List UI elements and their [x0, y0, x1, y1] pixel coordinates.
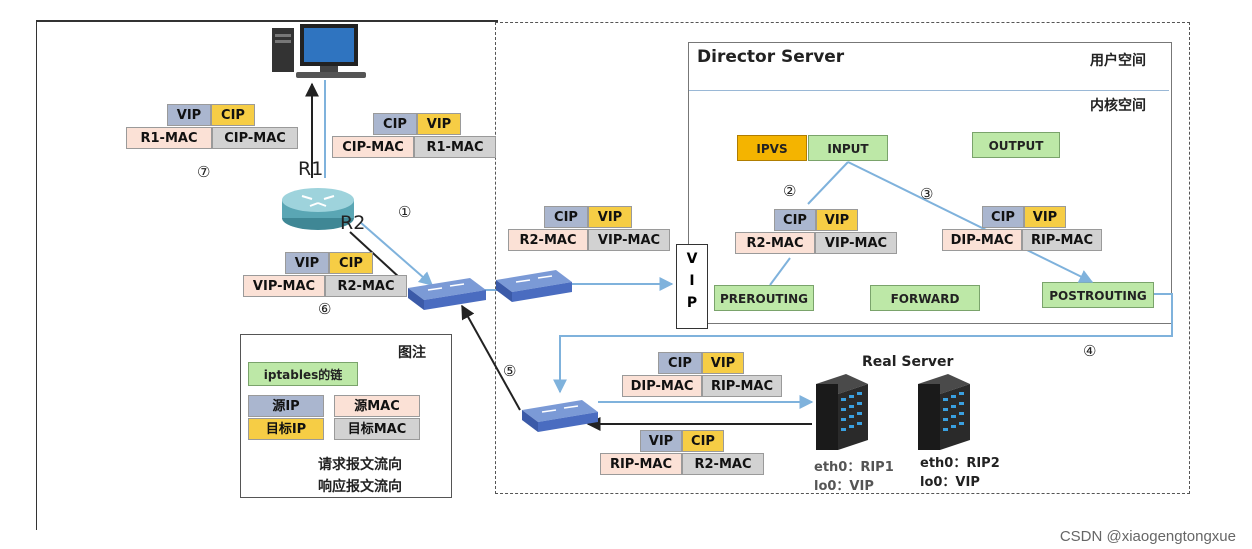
switch-1-icon	[408, 278, 486, 310]
packet-rip-src-ip: VIP	[640, 430, 682, 452]
packet-rip-dst-ip: CIP	[682, 430, 724, 452]
step-4: ④	[1083, 342, 1097, 360]
packet-2-dst-ip: VIP	[816, 209, 858, 231]
vip-letter-v: V	[686, 251, 698, 267]
rs1-eth: eth0：RIP1	[814, 460, 894, 475]
legend-response-label: 响应报文流向	[318, 479, 402, 495]
legend-chain-sample: iptables的链	[248, 362, 358, 386]
chain-input: INPUT	[808, 135, 888, 161]
legend-dst-mac: 目标MAC	[334, 418, 420, 440]
packet-7-src-ip: VIP	[167, 104, 211, 126]
packet-dip-dst-mac: RIP-MAC	[702, 375, 782, 397]
switch-2-icon	[496, 270, 572, 302]
packet-6-dst-ip: CIP	[329, 252, 373, 274]
vip-letter-i: I	[689, 273, 695, 289]
packet-3-src-mac: DIP-MAC	[942, 229, 1022, 251]
server-zone	[495, 22, 1190, 494]
flow-router-to-switch	[359, 221, 434, 286]
packet-r2-dst-ip: VIP	[588, 206, 632, 228]
chain-prerouting: PREROUTING	[714, 285, 814, 311]
chain-postrouting: POSTROUTING	[1042, 282, 1154, 308]
packet-1-src-ip: CIP	[373, 113, 417, 135]
step-1: ①	[398, 203, 412, 221]
chain-output: OUTPUT	[972, 132, 1060, 158]
flow-input-up	[807, 161, 849, 205]
legend-request-label: 请求报文流向	[318, 457, 402, 473]
step-3: ③	[920, 185, 934, 203]
packet-1-dst-ip: VIP	[417, 113, 461, 135]
packet-1-dst-mac: R1-MAC	[414, 136, 496, 158]
flow-prerouting-to-input	[769, 257, 791, 286]
step-5: ⑤	[503, 362, 517, 380]
rs2-lo: lo0：VIP	[920, 475, 980, 490]
packet-r2-src-mac: R2-MAC	[508, 229, 588, 251]
packet-dip-src-mac: DIP-MAC	[622, 375, 702, 397]
packet-rip-src-mac: RIP-MAC	[600, 453, 682, 475]
packet-1-src-mac: CIP-MAC	[332, 136, 414, 158]
vip-letter-p: P	[686, 295, 698, 311]
chain-ipvs: IPVS	[737, 135, 807, 161]
packet-3-src-ip: CIP	[982, 206, 1024, 228]
legend-src-ip: 源IP	[248, 395, 324, 417]
packet-6-src-ip: VIP	[285, 252, 329, 274]
packet-3-dst-mac: RIP-MAC	[1022, 229, 1102, 251]
packet-2-src-ip: CIP	[774, 209, 816, 231]
client-computer-icon	[272, 24, 366, 78]
packet-rip-dst-mac: R2-MAC	[682, 453, 764, 475]
packet-r2-dst-mac: VIP-MAC	[588, 229, 670, 251]
packet-r2-src-ip: CIP	[544, 206, 588, 228]
packet-7-dst-mac: CIP-MAC	[212, 127, 298, 149]
legend-src-mac: 源MAC	[334, 395, 420, 417]
packet-dip-src-ip: CIP	[658, 352, 702, 374]
router-label-r2: R2	[340, 212, 366, 234]
flow-switch-to-router	[349, 231, 401, 279]
packet-2-dst-mac: VIP-MAC	[815, 232, 897, 254]
flow-postrouting-to-switch3	[553, 293, 1173, 394]
packet-6-src-mac: VIP-MAC	[243, 275, 325, 297]
flow-switch3-to-switch	[461, 304, 521, 411]
packet-7-dst-ip: CIP	[211, 104, 255, 126]
vip-interface-box: V I P	[676, 244, 708, 329]
user-space-label: 用户空间	[1090, 53, 1146, 69]
real-server-1-icon	[816, 374, 868, 450]
flow-input-to-postrouting	[847, 161, 1094, 283]
router-label-r1: R1	[298, 158, 324, 180]
step-7: ⑦	[197, 163, 211, 181]
chain-forward: FORWARD	[870, 285, 980, 311]
real-server-2-icon	[918, 374, 970, 450]
step-2: ②	[783, 182, 797, 200]
legend-title: 图注	[398, 345, 426, 361]
legend-dst-ip: 目标IP	[248, 418, 324, 440]
packet-3-dst-ip: VIP	[1024, 206, 1066, 228]
rs2-eth: eth0：RIP2	[920, 456, 1000, 471]
kernel-space-label: 内核空间	[1090, 98, 1146, 114]
outer-frame	[36, 20, 1191, 530]
router-icon	[282, 188, 354, 230]
step-6: ⑥	[318, 300, 332, 318]
user-kernel-divider	[689, 90, 1169, 91]
rs1-lo: lo0：VIP	[814, 479, 874, 494]
real-server-title: Real Server	[862, 354, 954, 370]
switch-3-icon	[522, 400, 598, 432]
director-title: Director Server	[697, 47, 845, 67]
packet-6-dst-mac: R2-MAC	[325, 275, 407, 297]
packet-dip-dst-ip: VIP	[702, 352, 744, 374]
outer-frame-top	[36, 20, 498, 22]
watermark: CSDN @xiaogengtongxue	[1059, 528, 1236, 545]
packet-7-src-mac: R1-MAC	[126, 127, 212, 149]
packet-2-src-mac: R2-MAC	[735, 232, 815, 254]
